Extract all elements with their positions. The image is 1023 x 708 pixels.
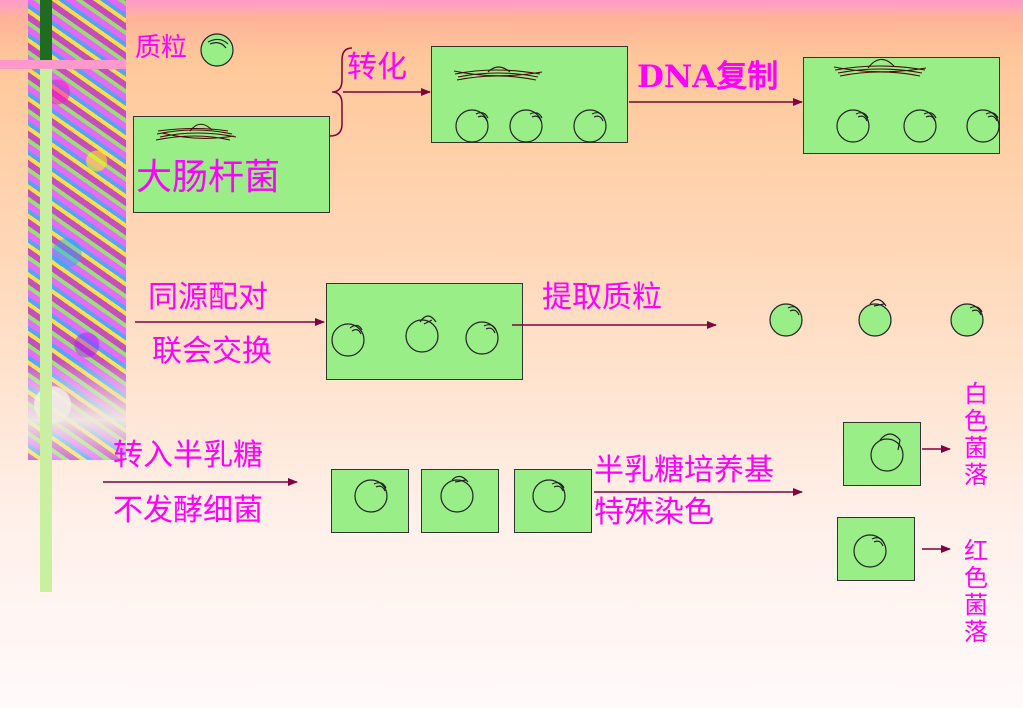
plasmid-icon [440, 475, 474, 513]
plasmid-icon [769, 303, 803, 337]
recipient-cell-box-2 [421, 469, 499, 533]
homologous-pairing-label-line1: 同源配对 [148, 280, 268, 315]
decorative-bar-pink [0, 60, 126, 69]
white-colony-box [843, 422, 921, 486]
recipient-cell-box-3 [514, 469, 592, 533]
chromosome-icon [155, 123, 237, 141]
chromosome-icon [833, 58, 927, 77]
homologous-pairing-label-line2: 联会交换 [152, 334, 272, 369]
plasmid-icon [858, 298, 892, 337]
transform-brace [329, 47, 353, 137]
plasmid-icon [532, 479, 566, 513]
decorative-bar-light [40, 60, 52, 592]
plasmid-icon [331, 323, 365, 357]
plasmid-icon [853, 534, 887, 568]
plasmid-icon [573, 109, 607, 143]
red-colony-label: 红色菌落 [964, 537, 988, 646]
extract-plasmid-label: 提取质粒 [542, 280, 662, 315]
transform-label: 转化 [347, 50, 407, 85]
plasmid-icon [836, 109, 870, 143]
plasmid-icon [966, 109, 1000, 143]
medium-label-line2: 特殊染色 [594, 495, 714, 530]
plasmid-icon [509, 109, 543, 143]
plasmid-label: 质粒 [135, 33, 188, 63]
plasmid-icon [903, 109, 937, 143]
red-colony-box [837, 517, 915, 581]
transfer-label-line1: 转入半乳糖 [113, 438, 263, 473]
plasmid-icon [870, 433, 904, 472]
plasmid-icon [200, 33, 234, 67]
plasmid-icon [455, 109, 489, 143]
decorative-bar-dark [40, 0, 52, 60]
dna-replication-label: DNA复制 [637, 59, 779, 95]
chromosome-icon [453, 66, 543, 81]
medium-label-line1: 半乳糖培养基 [594, 453, 774, 488]
ecoli-label: 大肠杆菌 [136, 157, 281, 198]
transfer-label-line2: 不发酵细菌 [113, 493, 263, 528]
plasmid-icon [354, 479, 388, 513]
plasmid-icon [405, 315, 439, 353]
white-colony-label: 白色菌落 [964, 380, 988, 489]
plasmid-icon [950, 303, 984, 337]
transformed-cell-box [431, 46, 628, 143]
plasmid-icon [465, 321, 499, 355]
